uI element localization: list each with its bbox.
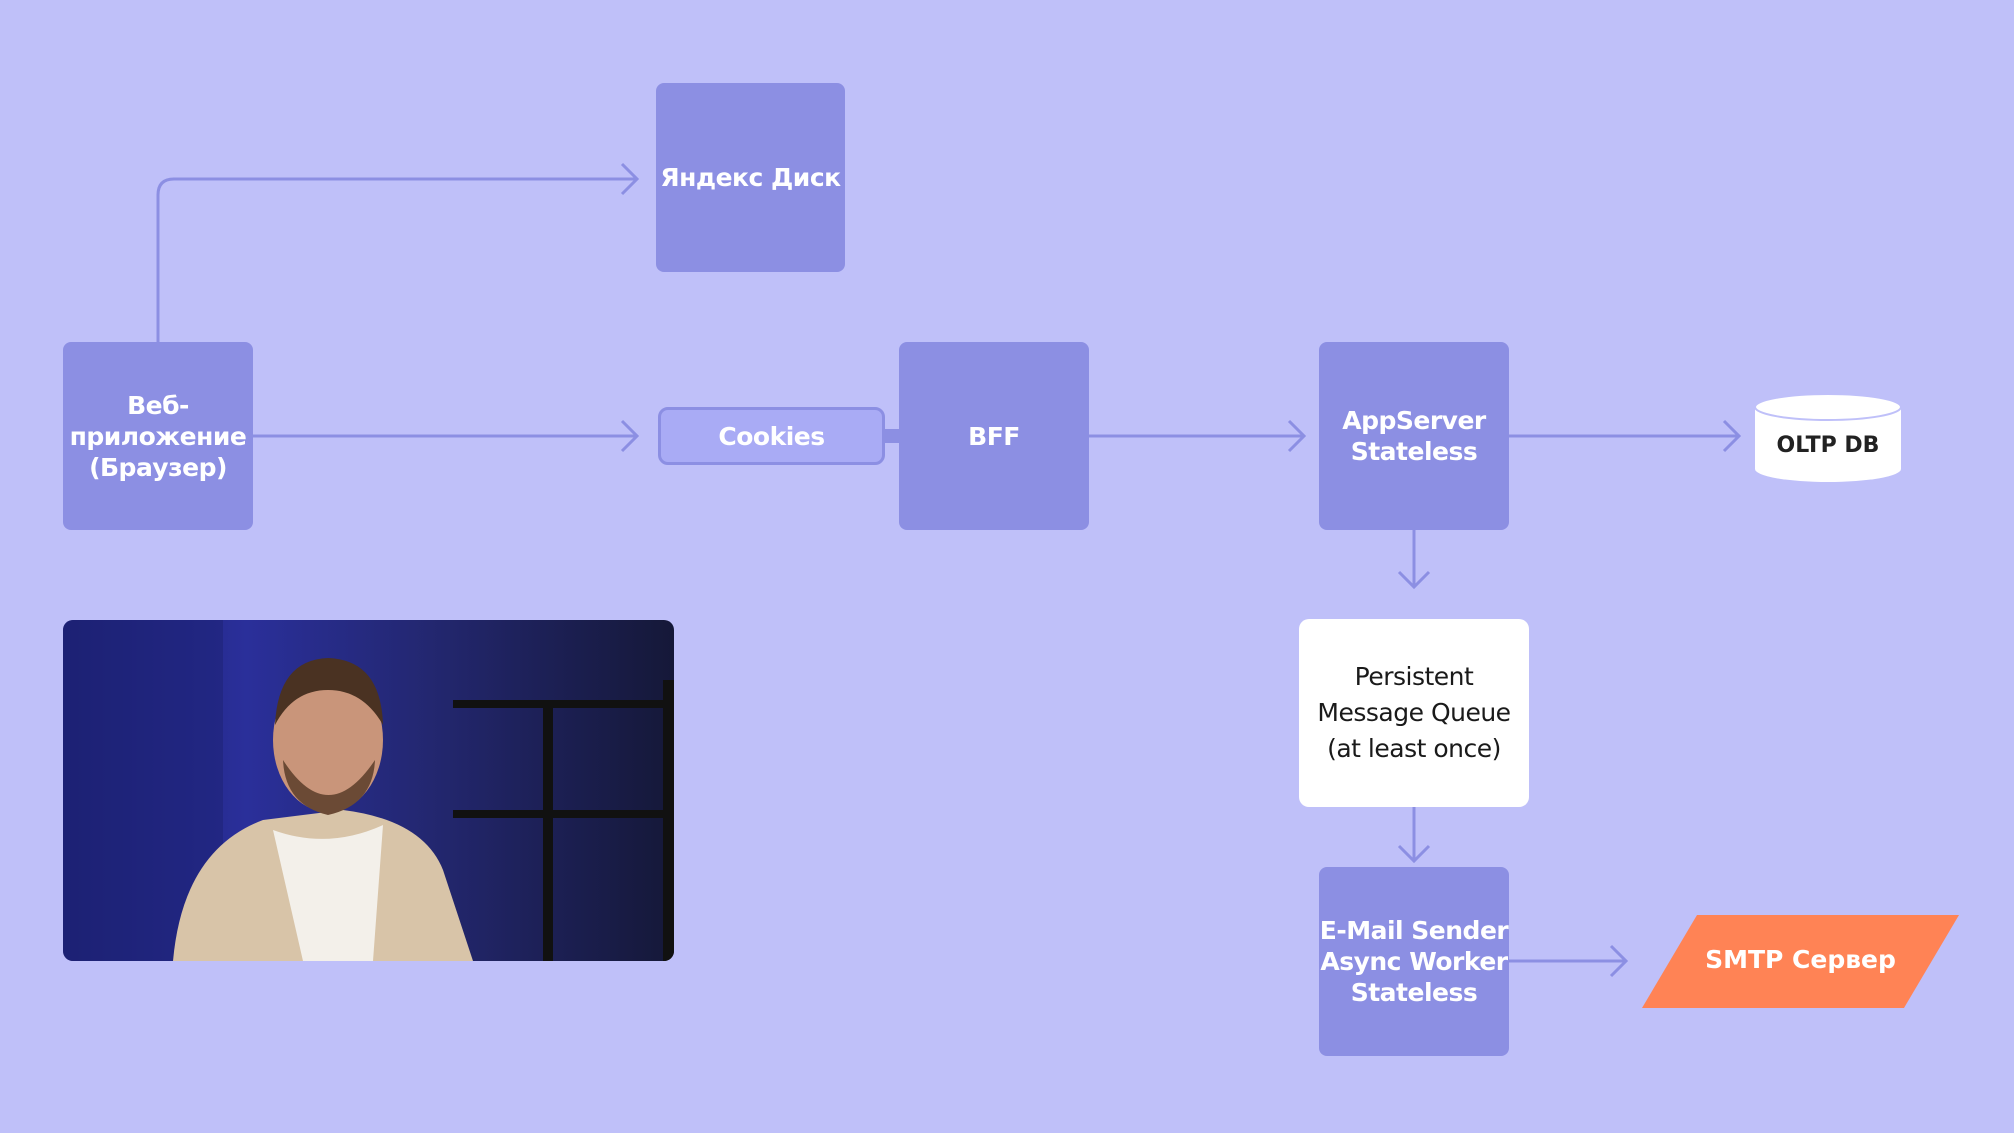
node-message-queue: Persistent Message Queue (at least once) bbox=[1299, 619, 1529, 807]
node-cookies: Cookies bbox=[658, 407, 885, 465]
node-bff: BFF bbox=[899, 342, 1089, 530]
node-label: OLTP DB bbox=[1776, 433, 1880, 458]
node-app-server: AppServer Stateless bbox=[1319, 342, 1509, 530]
node-web-app: Веб- приложение (Браузер) bbox=[63, 342, 253, 530]
speaker-figure bbox=[63, 620, 674, 961]
node-label: BFF bbox=[968, 421, 1020, 451]
cookies-bff-connector bbox=[885, 429, 899, 443]
node-yandex-disk: Яндекс Диск bbox=[656, 83, 845, 272]
arrow-appserver-to-queue bbox=[1397, 530, 1431, 590]
node-label: Persistent Message Queue (at least once) bbox=[1317, 662, 1511, 763]
arrow-appserver-to-db bbox=[1509, 419, 1742, 453]
node-email-sender: E-Mail Sender Async Worker Stateless bbox=[1319, 867, 1509, 1056]
node-oltp-db: OLTP DB bbox=[1754, 393, 1902, 483]
parallelogram-shape bbox=[1642, 915, 1959, 1008]
arrow-email-to-smtp bbox=[1509, 944, 1629, 978]
node-label: AppServer Stateless bbox=[1342, 406, 1486, 466]
node-smtp-server: SMTP Сервер bbox=[1642, 915, 1959, 1008]
arrow-queue-to-email bbox=[1397, 807, 1431, 864]
arrow-web-to-cookies bbox=[253, 419, 640, 453]
node-label: Веб- приложение (Браузер) bbox=[69, 390, 247, 482]
arrow-bff-to-appserver bbox=[1089, 419, 1307, 453]
node-label: Яндекс Диск bbox=[660, 163, 841, 192]
database-cylinder-icon bbox=[1754, 393, 1902, 482]
node-label: SMTP Сервер bbox=[1705, 945, 1896, 974]
speaker-video bbox=[63, 620, 674, 961]
node-label: Cookies bbox=[718, 421, 825, 451]
arrow-web-to-disk bbox=[156, 162, 640, 342]
node-label: E-Mail Sender Async Worker Stateless bbox=[1319, 916, 1509, 1007]
